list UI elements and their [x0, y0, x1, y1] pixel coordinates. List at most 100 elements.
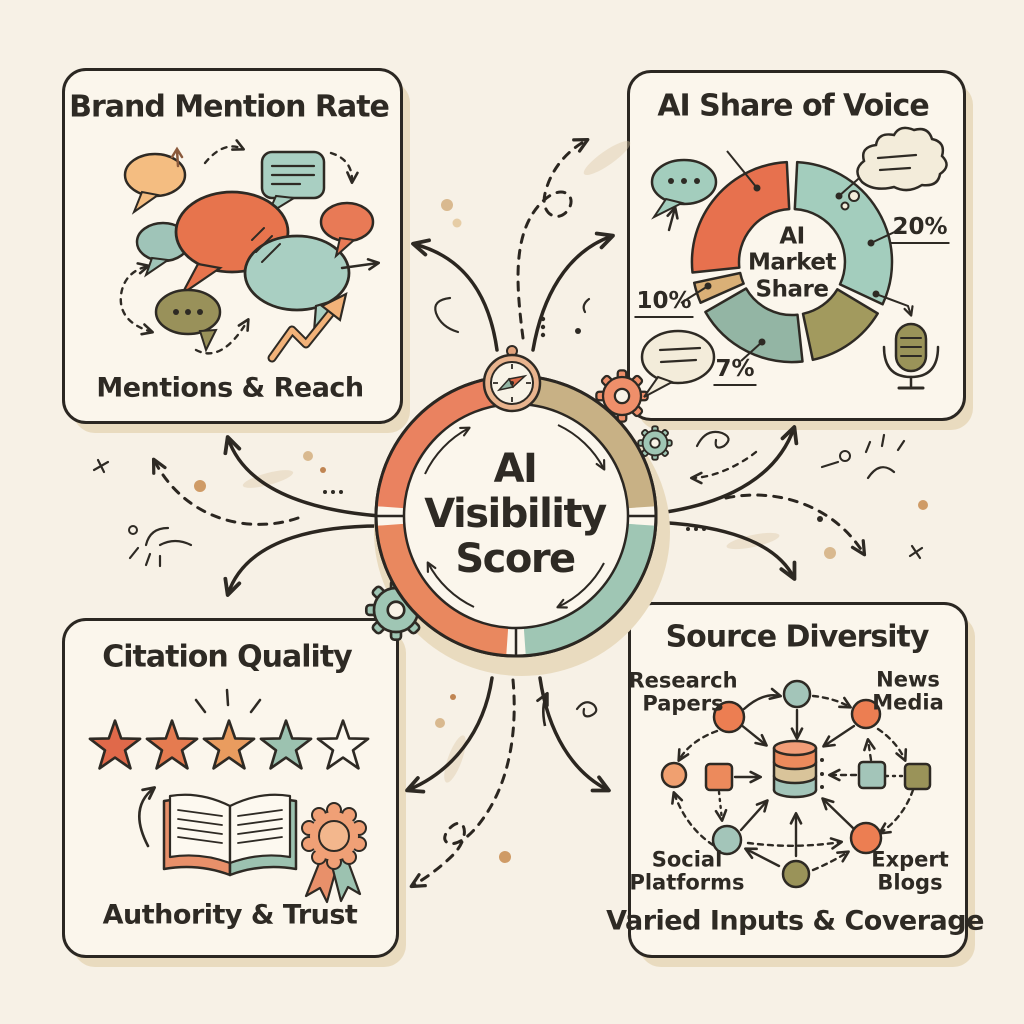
hub-title-line: AI	[493, 445, 538, 492]
ring-segment-salmon	[375, 375, 509, 509]
gear-icon	[595, 369, 649, 423]
donut-center-label: AI Market Share	[747, 223, 837, 303]
small-up-arrow-bottom	[536, 691, 549, 727]
small-right-arrow	[340, 257, 381, 271]
star-rating	[88, 719, 370, 770]
network-nodes	[660, 679, 932, 889]
node-label-line: Media	[872, 690, 944, 714]
panel-title-brand-mention-rate: Brand Mention Rate	[69, 89, 390, 125]
node-expert-blogs	[849, 821, 883, 855]
arrow-bottom-right	[538, 676, 611, 793]
dashed-arrow-left	[151, 457, 300, 526]
donut-segment-sage	[704, 287, 804, 364]
node-research-papers	[712, 700, 746, 734]
microphone-icon	[882, 322, 940, 390]
node-far-left	[660, 761, 688, 789]
compass-icon	[482, 345, 542, 413]
speech-bubble-small-orange-icon	[319, 201, 375, 259]
decor-dots	[128, 140, 928, 863]
node-label-line: News	[876, 667, 940, 692]
dashed-arrow-small-right	[689, 450, 758, 485]
share-of-voice-donut	[690, 160, 894, 364]
gear-icon	[637, 425, 673, 461]
trend-up-arrow-icon	[267, 291, 348, 363]
donut-label-10pct: 10%	[634, 288, 694, 318]
speech-bubble-olive-ellipsis-icon	[154, 288, 222, 353]
panel-caption-varied-inputs: Varied Inputs & Coverage	[606, 905, 984, 937]
star-icon	[202, 719, 256, 770]
thought-cloud-icon	[840, 126, 948, 211]
node-label-line: Papers	[642, 691, 724, 715]
citation-quality-icons	[88, 688, 370, 904]
node-bottom-center	[781, 859, 811, 889]
donut-center-line: AI	[779, 223, 805, 250]
open-book-icon	[162, 793, 298, 877]
node-square-right	[857, 760, 887, 790]
node-label-line: Social	[651, 847, 723, 872]
speech-lines-bubble-icon	[640, 329, 716, 398]
hub-title-line: Visibility	[424, 490, 607, 537]
pct-value: 10%	[634, 288, 694, 318]
donut-label-20pct: 20%	[890, 214, 950, 244]
share-of-voice-icons	[640, 126, 948, 398]
panel-caption-mentions-reach: Mentions & Reach	[96, 372, 364, 404]
brand-mention-icons	[119, 139, 381, 363]
pct-value: 7%	[713, 356, 757, 386]
dashed-doodle-arrows-tl	[119, 139, 359, 355]
star-icon	[88, 719, 142, 770]
node-social-platforms	[711, 824, 743, 856]
donut-segment-olive	[801, 288, 879, 362]
star-icon	[259, 719, 313, 770]
arrow-right-up	[650, 425, 799, 516]
donut-center-line: Share	[755, 276, 829, 303]
panel-title-citation-quality: Citation Quality	[102, 639, 352, 675]
center-hub	[364, 345, 673, 676]
node-top-center	[782, 679, 812, 709]
node-label-social-platforms: Social Platforms	[629, 848, 744, 893]
node-news-media	[850, 698, 882, 730]
arrow-left-up	[223, 435, 382, 518]
sparkle-lines	[194, 688, 262, 714]
dashed-doodle-arrows	[151, 137, 867, 889]
small-up-arrow	[666, 206, 679, 232]
arrow-to-top-left-panel	[411, 238, 499, 352]
donut-center-line: Market	[747, 249, 837, 276]
dashed-loop-arrow-bottom	[409, 678, 516, 889]
panel-caption-authority-trust: Authority & Trust	[102, 899, 358, 931]
decor-squiggles	[92, 296, 924, 718]
source-diversity-network	[660, 679, 932, 889]
overlap-hatch	[251, 227, 281, 263]
node-label-news-media: News Media	[872, 668, 944, 713]
hub-title: AI Visibility Score	[400, 447, 630, 581]
arrow-to-top-right-panel	[531, 231, 615, 352]
donut-segment-tan	[692, 271, 745, 304]
node-label-line: Expert	[871, 847, 949, 872]
ring-segment-teal	[523, 523, 657, 657]
medal-icon	[301, 802, 367, 904]
network-arrows	[671, 687, 915, 872]
speech-bubble-peach-icon	[123, 152, 187, 215]
donut-segment-orange	[690, 160, 791, 274]
panel-title-ai-share-of-voice: AI Share of Voice	[657, 88, 929, 124]
star-icon	[145, 719, 199, 770]
hub-ring-segments	[375, 375, 657, 657]
hub-title-line: Score	[455, 535, 576, 582]
dashed-loop-arrow-top	[516, 137, 590, 340]
connector-arrows	[223, 231, 799, 794]
dashed-arrow-right	[724, 493, 867, 557]
node-square-far-right	[903, 762, 932, 791]
node-label-line: Research	[628, 668, 738, 693]
hub-inner-rotation-arcs	[424, 424, 606, 609]
database-icon	[772, 739, 824, 799]
arrow-bottom-left	[405, 676, 494, 794]
ring-segment-orange	[375, 523, 509, 657]
pct-value: 20%	[890, 214, 950, 244]
node-label-line: Platforms	[629, 870, 745, 894]
node-square-left	[704, 762, 734, 792]
arrow-right-down	[650, 520, 797, 581]
small-brown-up-arrow	[170, 146, 184, 168]
node-label-expert-blogs: Expert Blogs	[871, 848, 949, 893]
node-label-research-papers: Research Papers	[628, 669, 737, 714]
